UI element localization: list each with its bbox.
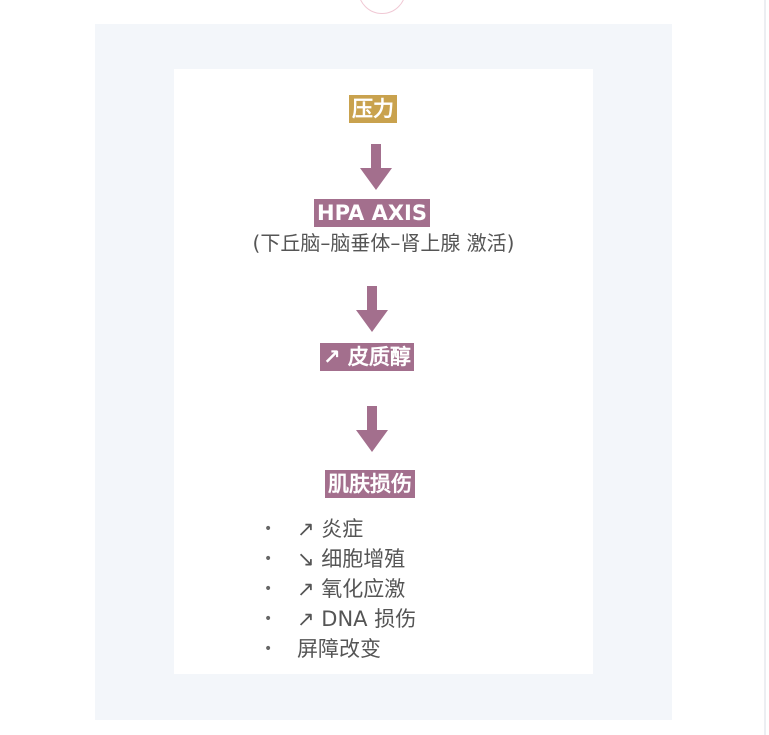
list-item: • ↗ DNA 损伤 xyxy=(264,604,416,634)
bullet-icon: • xyxy=(264,521,273,537)
skin-damage-node: 肌肤损伤 xyxy=(325,470,415,498)
effect-cell-proliferation: ↘ 细胞增殖 xyxy=(297,547,406,571)
effect-dna-damage: ↗ DNA 损伤 xyxy=(297,607,417,631)
effect-oxidative-stress: ↗ 氧化应激 xyxy=(297,577,406,601)
list-item: • 屏障改变 xyxy=(264,634,416,664)
arrow-down-icon xyxy=(356,286,388,332)
effect-inflammation: ↗ 炎症 xyxy=(297,517,364,541)
bullet-icon: • xyxy=(264,611,273,627)
cortisol-node: ↗ 皮质醇 xyxy=(320,343,414,371)
bullet-icon: • xyxy=(264,641,273,657)
hpa-axis-subtitle: (下丘脑–脑垂体–肾上腺 激活) xyxy=(252,231,515,255)
arrow-down-icon xyxy=(356,406,388,452)
arrow-down-icon xyxy=(360,144,392,190)
effect-barrier-change: 屏障改变 xyxy=(297,637,381,661)
bullet-icon: • xyxy=(264,581,273,597)
bullet-icon: • xyxy=(264,551,273,567)
stress-node: 压力 xyxy=(349,95,397,123)
hpa-axis-node: HPA AXIS xyxy=(314,199,430,227)
list-item: • ↘ 细胞增殖 xyxy=(264,544,416,574)
decorative-arc xyxy=(358,0,406,14)
list-item: • ↗ 氧化应激 xyxy=(264,574,416,604)
diagram-card: 压力 HPA AXIS (下丘脑–脑垂体–肾上腺 激活) ↗ 皮质醇 肌肤损伤 … xyxy=(174,69,593,674)
list-item: • ↗ 炎症 xyxy=(264,514,416,544)
effects-list: • ↗ 炎症 • ↘ 细胞增殖 • ↗ 氧化应激 • ↗ DNA 损伤 • 屏障改变 xyxy=(264,514,416,664)
window-edge xyxy=(764,0,766,735)
